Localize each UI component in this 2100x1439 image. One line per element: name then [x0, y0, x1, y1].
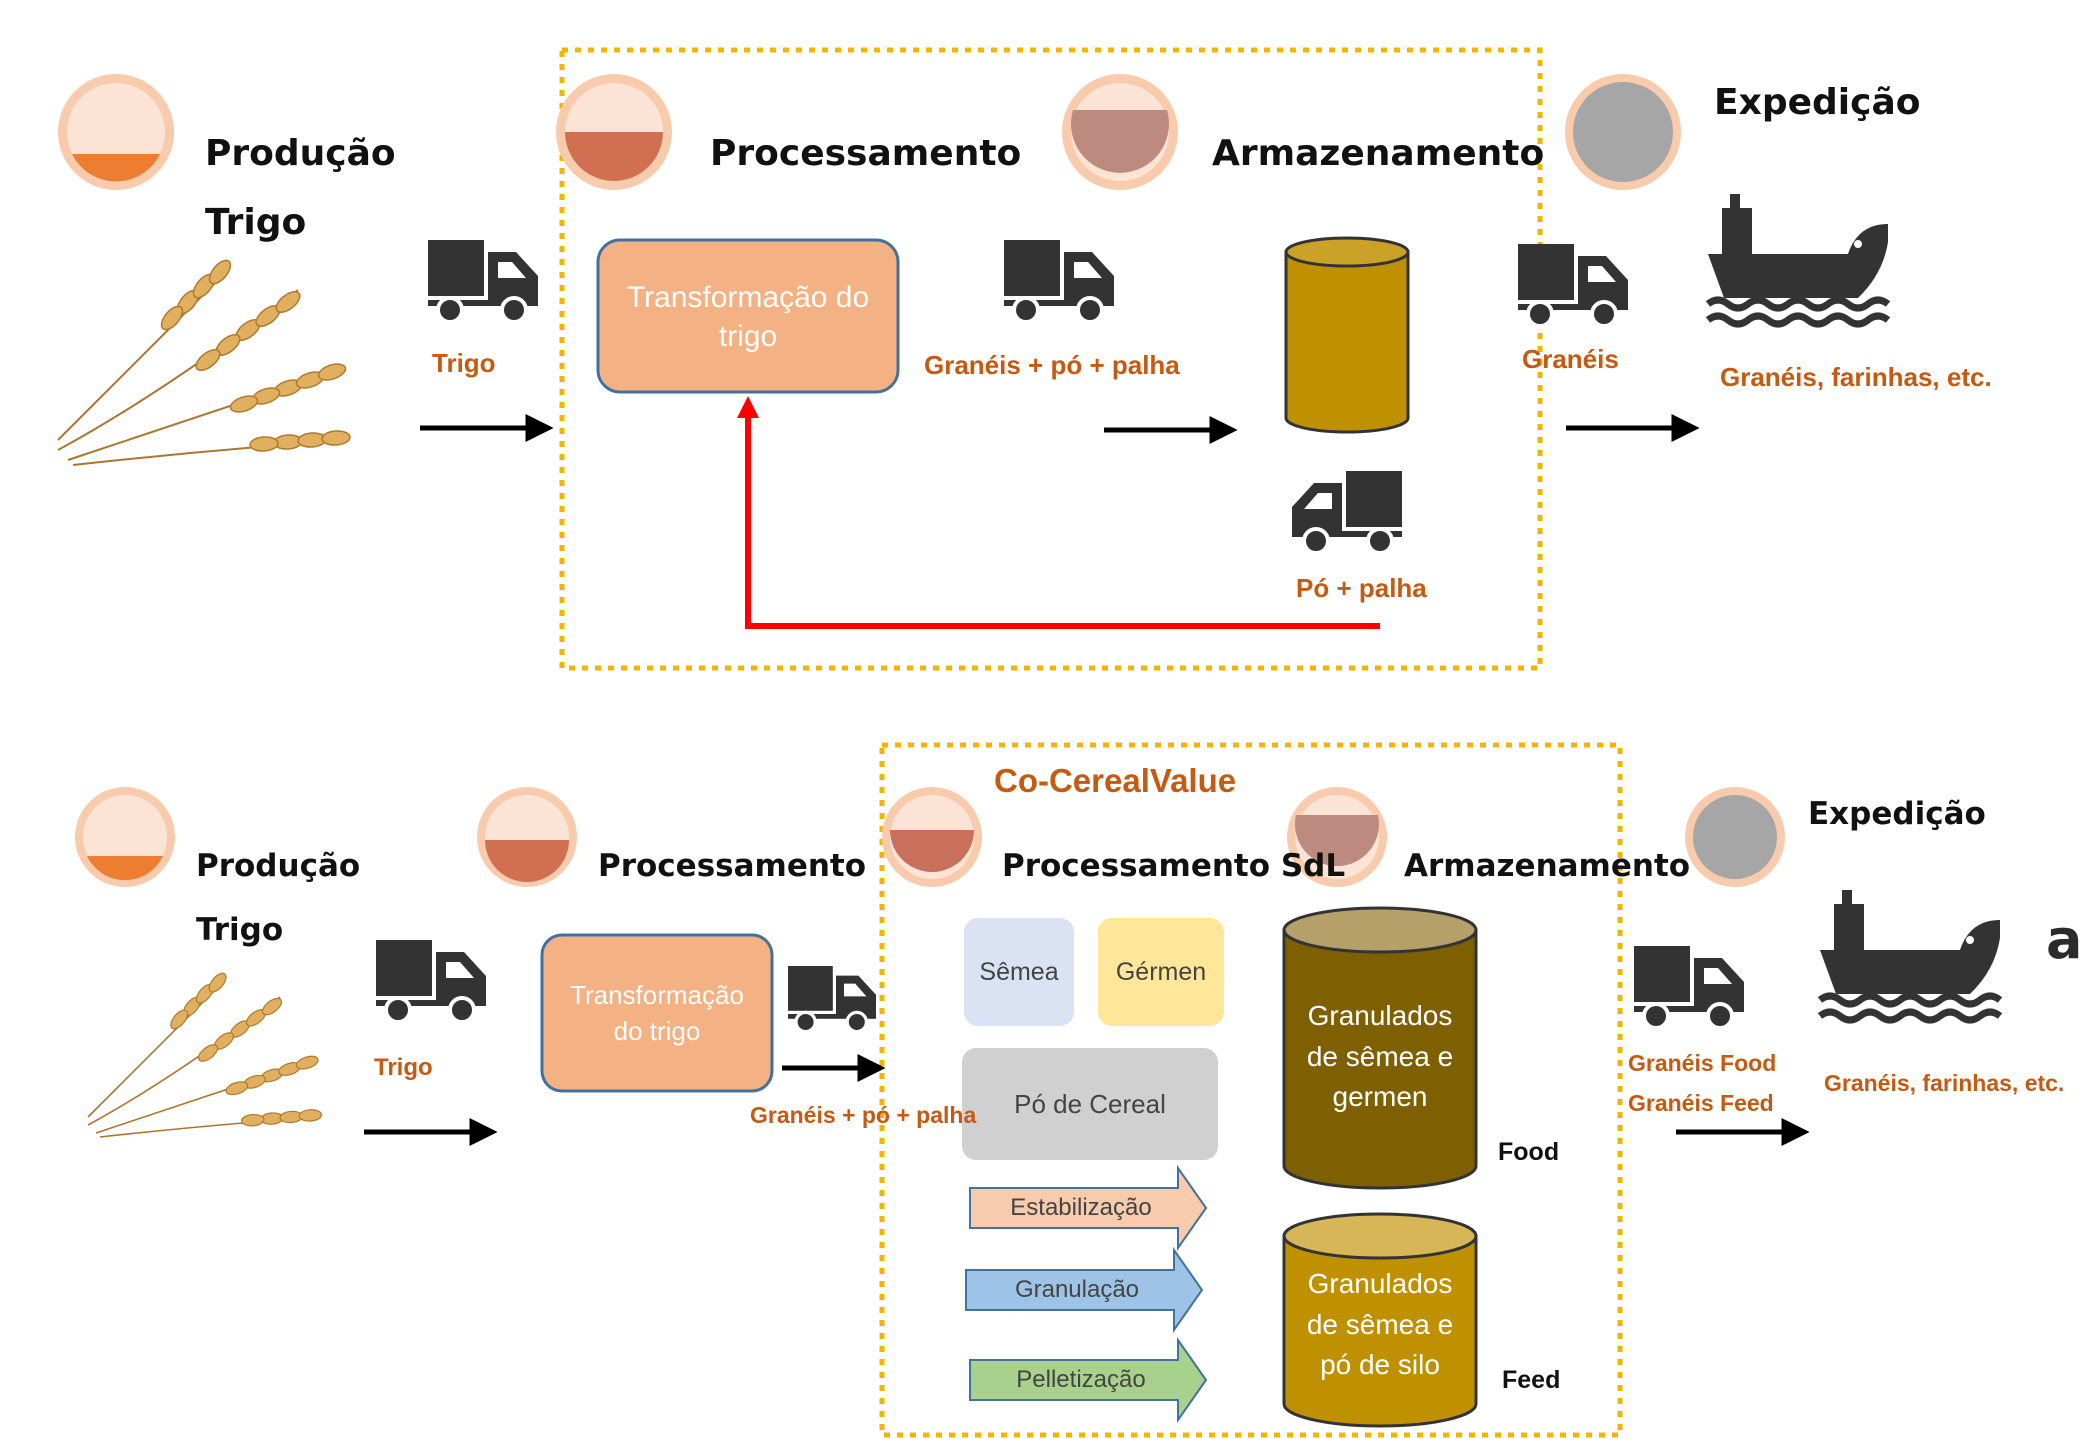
- pelletizacao-text: Pelletização: [1016, 1366, 1146, 1393]
- top-feedback-arrow: [737, 396, 1380, 629]
- semea-text: Sêmea: [979, 957, 1059, 986]
- feed-cylinder-text: Granulados de sêmea e pó de silo: [1306, 1268, 1454, 1381]
- top-armazenamento-level-icon: [1062, 74, 1178, 190]
- top-transformacao-box: Transformação do trigo: [608, 262, 888, 372]
- bottom-cocereal-zone: [879, 742, 1623, 1438]
- bottom-transformacao-box-shape: [540, 933, 774, 1093]
- top-storage-cylinder: [1284, 236, 1410, 434]
- germen-box: Gérmen: [1098, 918, 1224, 1026]
- top-wheat-icon: [57, 255, 352, 466]
- bottom-expedicao-title: Expedição: [1808, 796, 1986, 832]
- semea-box-shape: [964, 918, 1074, 1026]
- top-processamento-level-icon: [556, 74, 672, 190]
- bottom-transformacao-text: Transformação do trigo: [570, 979, 744, 1046]
- top-expedicao-level-icon: [1565, 74, 1681, 190]
- top-flow-arrows: [420, 413, 1700, 445]
- bottom-sdl-level-icon: [882, 787, 982, 887]
- top-processing-zone: [559, 47, 1543, 671]
- top-truck-icon-3: [1516, 242, 1630, 328]
- food-cylinder: [1282, 906, 1478, 1190]
- top-armazenamento-title: Armazenamento: [1212, 133, 1545, 174]
- feed-label: Feed: [1502, 1366, 1561, 1394]
- top-transformacao-box-shape: [596, 238, 900, 394]
- panel-letter: a: [2046, 908, 2083, 971]
- top-po-palha-label: Pó + palha: [1296, 573, 1427, 603]
- germen-text: Gérmen: [1115, 957, 1207, 986]
- bottom-ship-icon: [1820, 890, 2000, 1020]
- top-transformacao-text: Transformação do trigo: [626, 281, 870, 353]
- feed-cylinder: [1282, 1212, 1478, 1428]
- bottom-flow-arrows: [364, 1053, 1810, 1147]
- granulacao-text: Granulação: [1014, 1276, 1140, 1303]
- top-producao-level-icon: [58, 74, 174, 190]
- top-output-label: Granéis, farinhas, etc.: [1720, 362, 1992, 392]
- po-cereal-box: Pó de Cereal: [962, 1048, 1218, 1160]
- bottom-cocereal-title: Co-CerealValue: [994, 762, 1237, 799]
- germen-box-shape: [1098, 918, 1224, 1026]
- bottom-trigo-title: Trigo: [196, 912, 284, 948]
- graneis-food-label: Granéis Food: [1628, 1050, 1777, 1076]
- bottom-graneis-po-palha-label: Granéis + pó + palha: [750, 1102, 977, 1128]
- pelletizacao-arrow: Pelletização: [972, 1362, 1190, 1398]
- po-cereal-text: Pó de Cereal: [1014, 1088, 1166, 1119]
- bottom-truck-icon-3: [1632, 944, 1746, 1030]
- bottom-armazenamento-level-icon: [1287, 787, 1387, 887]
- top-truck-icon-4: [1290, 469, 1404, 555]
- top-graneis-po-palha-label: Granéis + pó + palha: [924, 350, 1180, 380]
- pelletizacao-arrow-shape: [969, 1336, 1208, 1424]
- food-cylinder-text: Granulados de sêmea e germen: [1306, 1000, 1454, 1113]
- top-ship-icon: [1708, 194, 1888, 324]
- estabilizacao-arrow: Estabilização: [972, 1190, 1190, 1226]
- bottom-producao-level-icon: [75, 787, 175, 887]
- top-graneis-label: Granéis: [1522, 344, 1619, 374]
- top-truck-icon-1: [426, 238, 540, 324]
- food-label: Food: [1498, 1138, 1560, 1166]
- top-expedicao-title: Expedição: [1714, 82, 1921, 123]
- graneis-feed-label: Granéis Feed: [1628, 1090, 1774, 1116]
- estabilizacao-text: Estabilização: [1010, 1194, 1152, 1221]
- bottom-expedicao-level-icon: [1685, 787, 1785, 887]
- po-cereal-box-shape: [962, 1048, 1218, 1160]
- semea-box: Sêmea: [964, 918, 1074, 1026]
- top-trigo-title: Trigo: [205, 202, 307, 243]
- estabilizacao-arrow-shape: [969, 1164, 1208, 1252]
- top-trigo-label: Trigo: [432, 348, 496, 378]
- bottom-truck-icon-2: [786, 964, 878, 1034]
- bottom-transformacao-box: Transformação do trigo: [552, 955, 762, 1071]
- bottom-processamento-level-icon: [477, 787, 577, 887]
- granulacao-arrow-shape: [965, 1246, 1204, 1334]
- granulacao-arrow: Granulação: [968, 1272, 1186, 1308]
- bottom-producao-title: Produção: [196, 848, 361, 884]
- bottom-trigo-label: Trigo: [374, 1054, 433, 1081]
- bottom-truck-icon-1: [374, 938, 488, 1024]
- bottom-output-label: Granéis, farinhas, etc.: [1824, 1070, 2065, 1096]
- bottom-armazenamento-title: Armazenamento: [1404, 848, 1691, 884]
- top-truck-icon-2: [1002, 238, 1116, 324]
- bottom-processamento-title: Processamento: [598, 848, 867, 884]
- top-producao-title: Produção: [205, 133, 396, 174]
- top-processamento-title: Processamento: [710, 133, 1022, 174]
- bottom-wheat-icon: [87, 969, 323, 1138]
- bottom-processamento-sdl-title: Processamento SdL: [1002, 848, 1346, 884]
